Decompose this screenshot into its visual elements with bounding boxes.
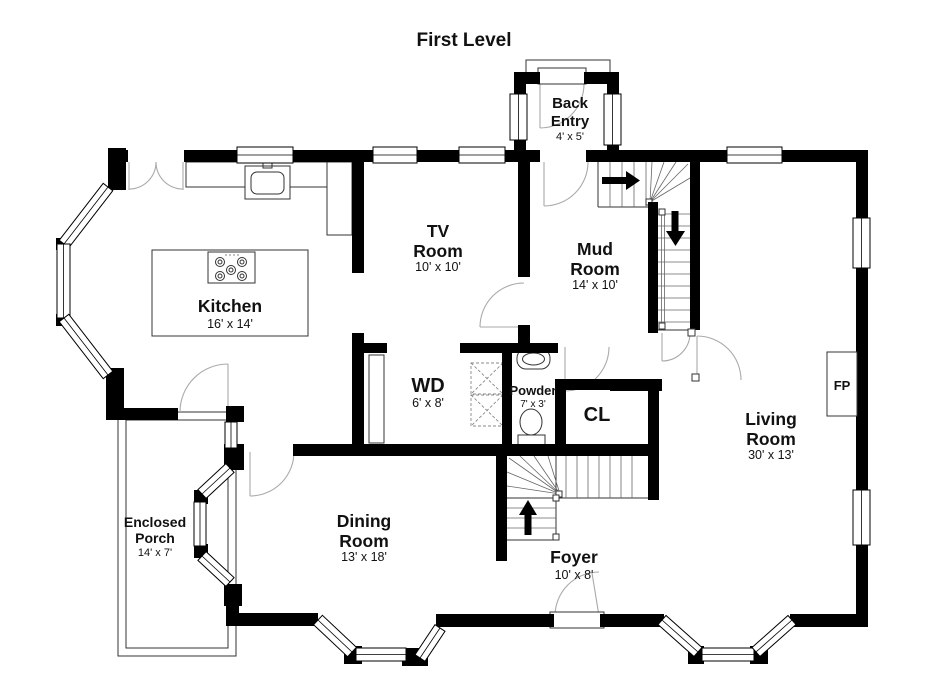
label-closet: CL <box>584 404 611 426</box>
svg-text:Room: Room <box>413 241 463 261</box>
svg-text:Porch: Porch <box>135 530 175 546</box>
door-jamb <box>691 373 700 382</box>
dims-enclosed-porch: 14' x 7' <box>138 547 172 559</box>
doors <box>128 83 742 617</box>
cooktop-icon <box>207 251 256 284</box>
porch-door-swing <box>179 363 229 413</box>
dims-foyer: 10' x 8' <box>555 568 594 582</box>
stairs-right-arrow-icon <box>602 171 640 190</box>
dims-kitchen: 16' x 14' <box>207 317 253 331</box>
kitchen-island <box>151 249 309 337</box>
svg-text:Room: Room <box>570 259 620 279</box>
dims-powder: 7' x 3' <box>520 399 546 410</box>
wd-door-leaf <box>368 354 385 444</box>
dining-door-swing <box>249 451 295 497</box>
powder-fixtures <box>516 345 551 446</box>
dims-wd: 6' x 8' <box>412 396 444 410</box>
kitchen-fixtures <box>151 161 353 337</box>
dims-tv-room: 10' x 10' <box>415 260 461 274</box>
living-room-door-swing <box>696 335 742 381</box>
label-back-entry: Back <box>552 95 589 112</box>
back-door-swing <box>539 83 585 129</box>
stairs-upper <box>597 161 691 208</box>
label-dining-room: Dining <box>337 511 391 531</box>
fireplace: FP <box>826 351 858 417</box>
back-door-threshold <box>537 67 587 85</box>
kitchen-french-doors-swing <box>128 161 184 190</box>
front-door-threshold <box>549 611 605 629</box>
fireplace-label: FP <box>834 378 851 393</box>
stair-base-door-swing <box>661 332 691 362</box>
stairs-foyer <box>506 455 648 541</box>
page-title: First Level <box>416 30 511 51</box>
counter-corner <box>326 161 353 236</box>
dims-living-room: 30' x 13' <box>748 448 794 462</box>
stairs-up-arrow-icon <box>519 500 537 535</box>
label-wd: WD <box>411 375 444 397</box>
label-mud-room: Mud <box>577 239 613 259</box>
interior-walls <box>293 150 700 561</box>
label-kitchen: Kitchen <box>198 296 262 316</box>
label-powder: Powder <box>510 383 557 398</box>
washer-dryer-icons <box>470 362 504 427</box>
svg-text:Room: Room <box>746 429 796 449</box>
label-enclosed-porch: Enclosed <box>124 514 186 530</box>
svg-text:Entry: Entry <box>551 113 590 130</box>
label-foyer: Foyer <box>550 547 598 567</box>
exterior-walls <box>56 72 868 666</box>
toilet-icon <box>517 408 546 446</box>
mud-entry-door-swing <box>543 161 589 207</box>
front-door-swing <box>554 571 600 617</box>
room-labels: First Level Back Entry 4' x 5' TV Room 1… <box>124 30 797 582</box>
dims-back-entry: 4' x 5' <box>556 131 584 143</box>
dims-mud-room: 14' x 10' <box>572 278 618 292</box>
stairs-down-arrow-icon <box>666 211 685 246</box>
windows <box>56 93 871 662</box>
tv-room-door-swing <box>479 282 525 328</box>
label-tv-room: TV <box>427 221 450 241</box>
svg-text:Room: Room <box>339 531 389 551</box>
stairs-basement <box>658 208 690 331</box>
dims-dining-room: 13' x 18' <box>341 550 387 564</box>
door-jamb <box>687 328 696 337</box>
label-living-room: Living <box>745 409 797 429</box>
